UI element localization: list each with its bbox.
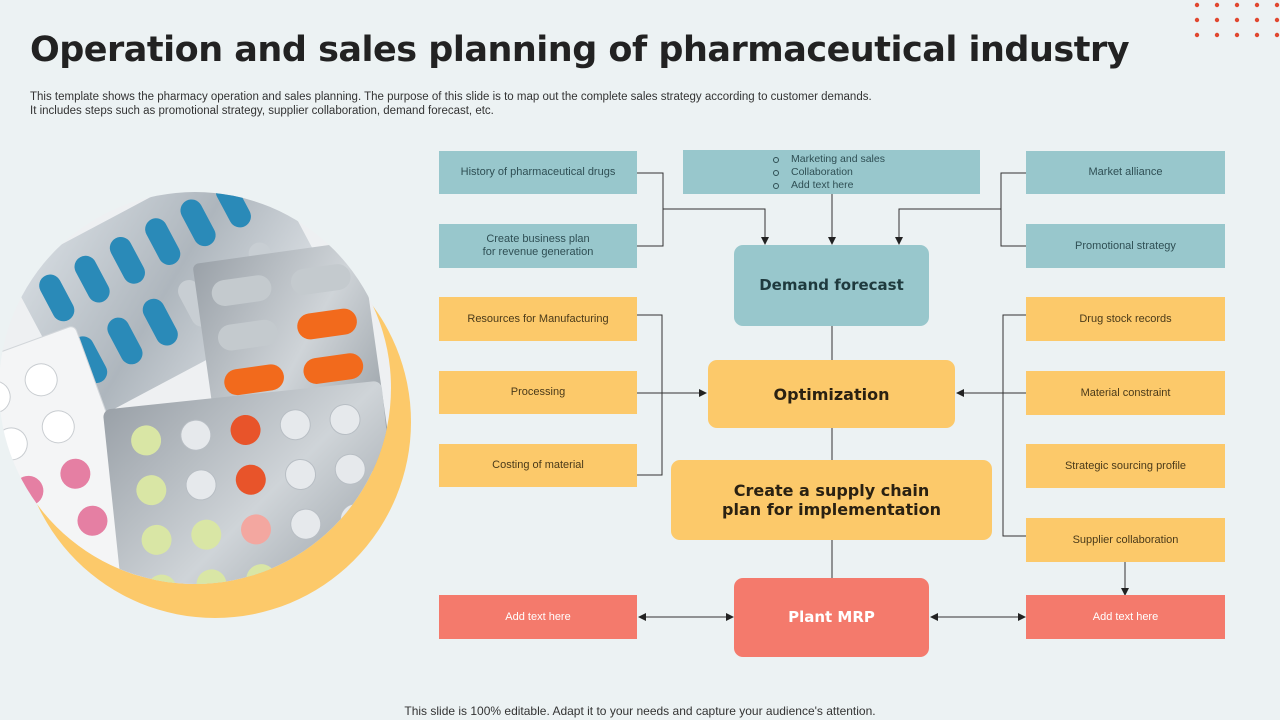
bullet-item: Marketing and sales [773, 153, 980, 166]
drug-stock-records-box[interactable]: Drug stock records [1026, 297, 1225, 341]
business-plan-box[interactable]: Create business plan for revenue generat… [439, 224, 637, 268]
bullet-item: Add text here [773, 179, 980, 192]
marketing-bullet-list: Marketing and sales Collaboration Add te… [683, 153, 980, 192]
optimization-box[interactable]: Optimization [708, 360, 955, 428]
decorative-dots [1194, 2, 1280, 38]
market-alliance-box[interactable]: Market alliance [1026, 151, 1225, 194]
resources-manufacturing-box[interactable]: Resources for Manufacturing [439, 297, 637, 341]
bullet-item: Collaboration [773, 166, 980, 179]
marketing-bullets-box[interactable]: Marketing and sales Collaboration Add te… [683, 150, 980, 194]
supplier-collaboration-box[interactable]: Supplier collaboration [1026, 518, 1225, 562]
description-line-1: This template shows the pharmacy operati… [30, 91, 872, 103]
supply-chain-plan-box[interactable]: Create a supply chain plan for implement… [671, 460, 992, 540]
left-add-text-box[interactable]: Add text here [439, 595, 637, 639]
history-drugs-box[interactable]: History of pharmaceutical drugs [439, 151, 637, 194]
plant-mrp-box[interactable]: Plant MRP [734, 578, 929, 657]
strategic-sourcing-box[interactable]: Strategic sourcing profile [1026, 444, 1225, 488]
right-add-text-box[interactable]: Add text here [1026, 595, 1225, 639]
material-constraint-box[interactable]: Material constraint [1026, 371, 1225, 415]
demand-forecast-box[interactable]: Demand forecast [734, 245, 929, 326]
promotional-strategy-box[interactable]: Promotional strategy [1026, 224, 1225, 268]
costing-material-box[interactable]: Costing of material [439, 444, 637, 487]
processing-box[interactable]: Processing [439, 371, 637, 414]
footer-note: This slide is 100% editable. Adapt it to… [404, 704, 876, 718]
page-title: Operation and sales planning of pharmace… [30, 30, 1130, 70]
slide-description: This template shows the pharmacy operati… [30, 90, 950, 118]
description-line-2: It includes steps such as promotional st… [30, 105, 494, 117]
pills-photo [0, 192, 411, 618]
